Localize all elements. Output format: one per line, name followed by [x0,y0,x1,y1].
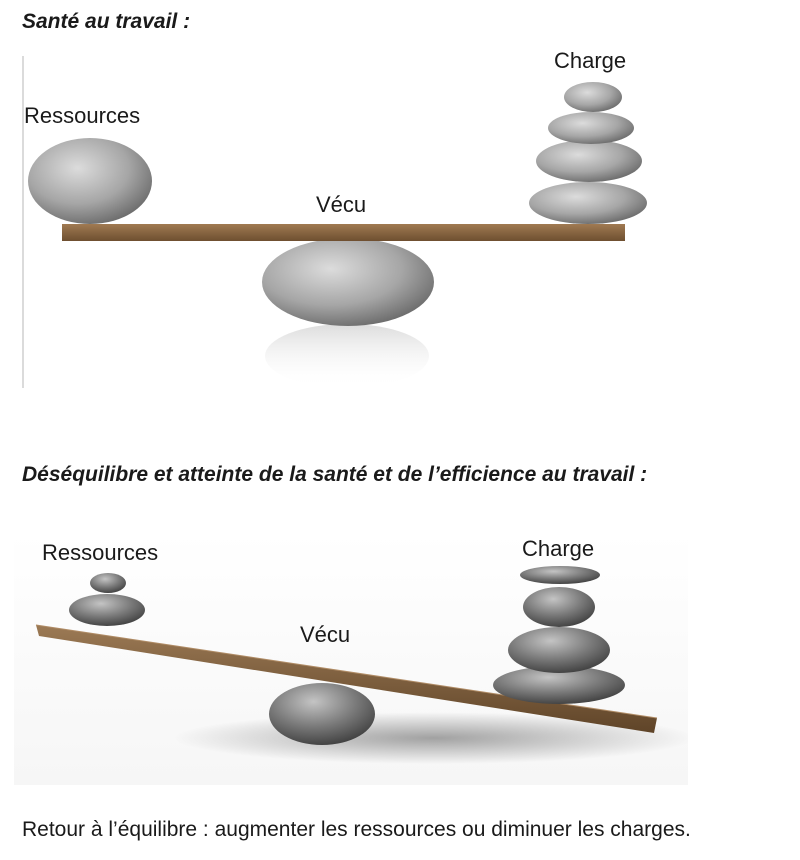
conclusion-text: Retour à l’équilibre : augmenter les res… [22,818,691,841]
resources-stone-2 [69,594,145,626]
resources-label: Ressources [42,540,159,565]
load-stone-2 [548,112,634,144]
fulcrum-stone [262,238,434,326]
load-stone-1 [520,566,600,584]
lived-experience-label: Vécu [316,192,367,217]
load-stone-1 [564,82,622,112]
load-stone-4 [493,666,625,704]
load-stone-2 [523,587,595,627]
resources-stone-1 [90,573,126,593]
load-stone-3 [536,140,642,182]
resources-label: Ressources [24,103,141,128]
fulcrum-stone [269,683,375,745]
lived-experience-label: Vécu [300,622,351,647]
load-stone-4 [529,182,647,224]
load-label: Charge [554,48,627,73]
plank [62,224,625,241]
balanced-scale-illustration [22,56,702,388]
tilted-scale-illustration [14,533,688,785]
resources-stone [28,138,152,224]
load-stone-3 [508,627,610,673]
tilted-plank [36,625,657,733]
balance-heading: Santé au travail : [22,10,191,33]
load-label: Charge [522,536,595,561]
imbalance-heading: Déséquilibre et atteinte de la santé et … [22,463,648,486]
